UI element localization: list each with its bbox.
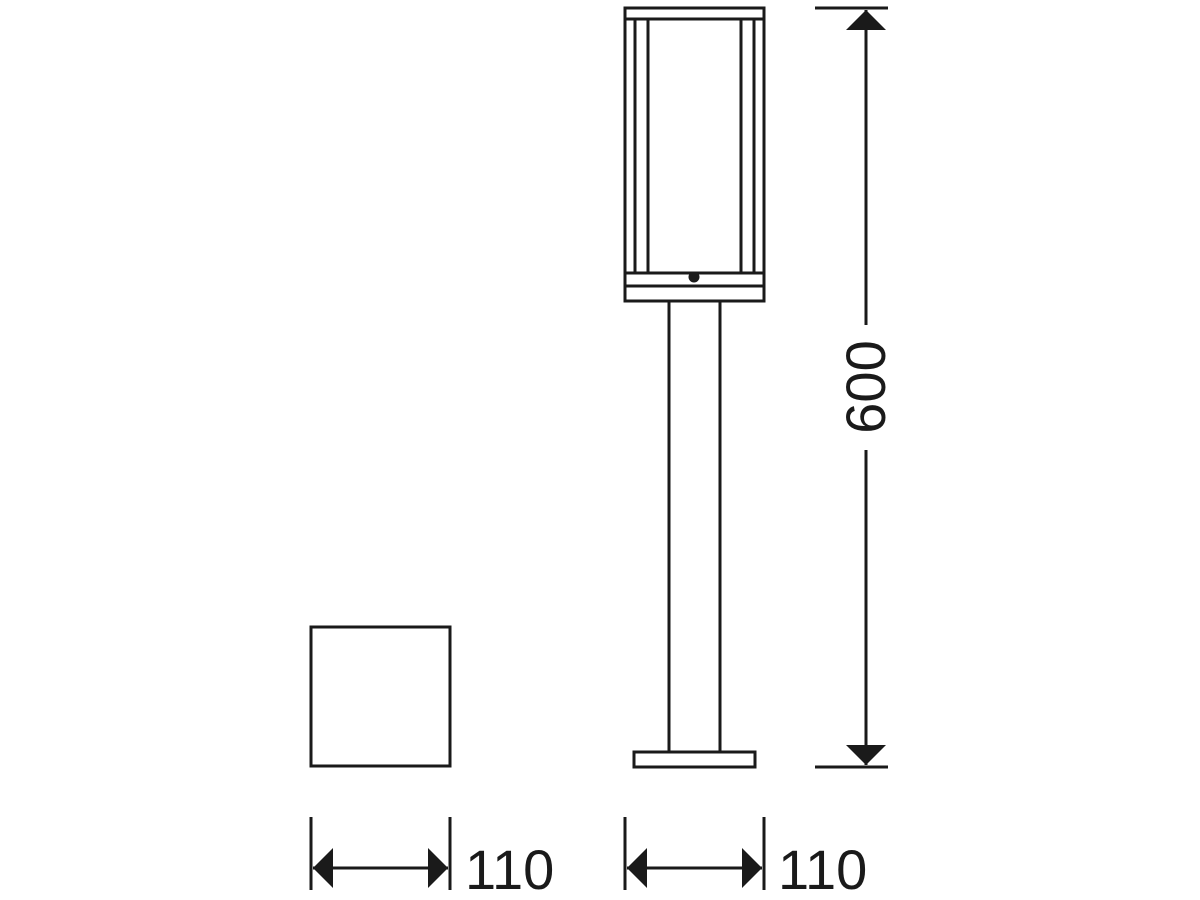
- top-width-dimension: [309, 817, 452, 890]
- height-label: 600: [834, 340, 897, 433]
- top-view-square: [309, 625, 452, 768]
- side-view: [623, 6, 766, 769]
- top-width-label: 110: [465, 838, 554, 900]
- sensor-dot: [688, 271, 700, 283]
- base-plate: [632, 750, 757, 769]
- lamp-head-outer: [623, 6, 766, 303]
- side-width-dimension: [623, 817, 766, 890]
- top-view: [309, 625, 452, 768]
- side-width-label: 110: [778, 838, 867, 900]
- height-dimension: [815, 6, 888, 769]
